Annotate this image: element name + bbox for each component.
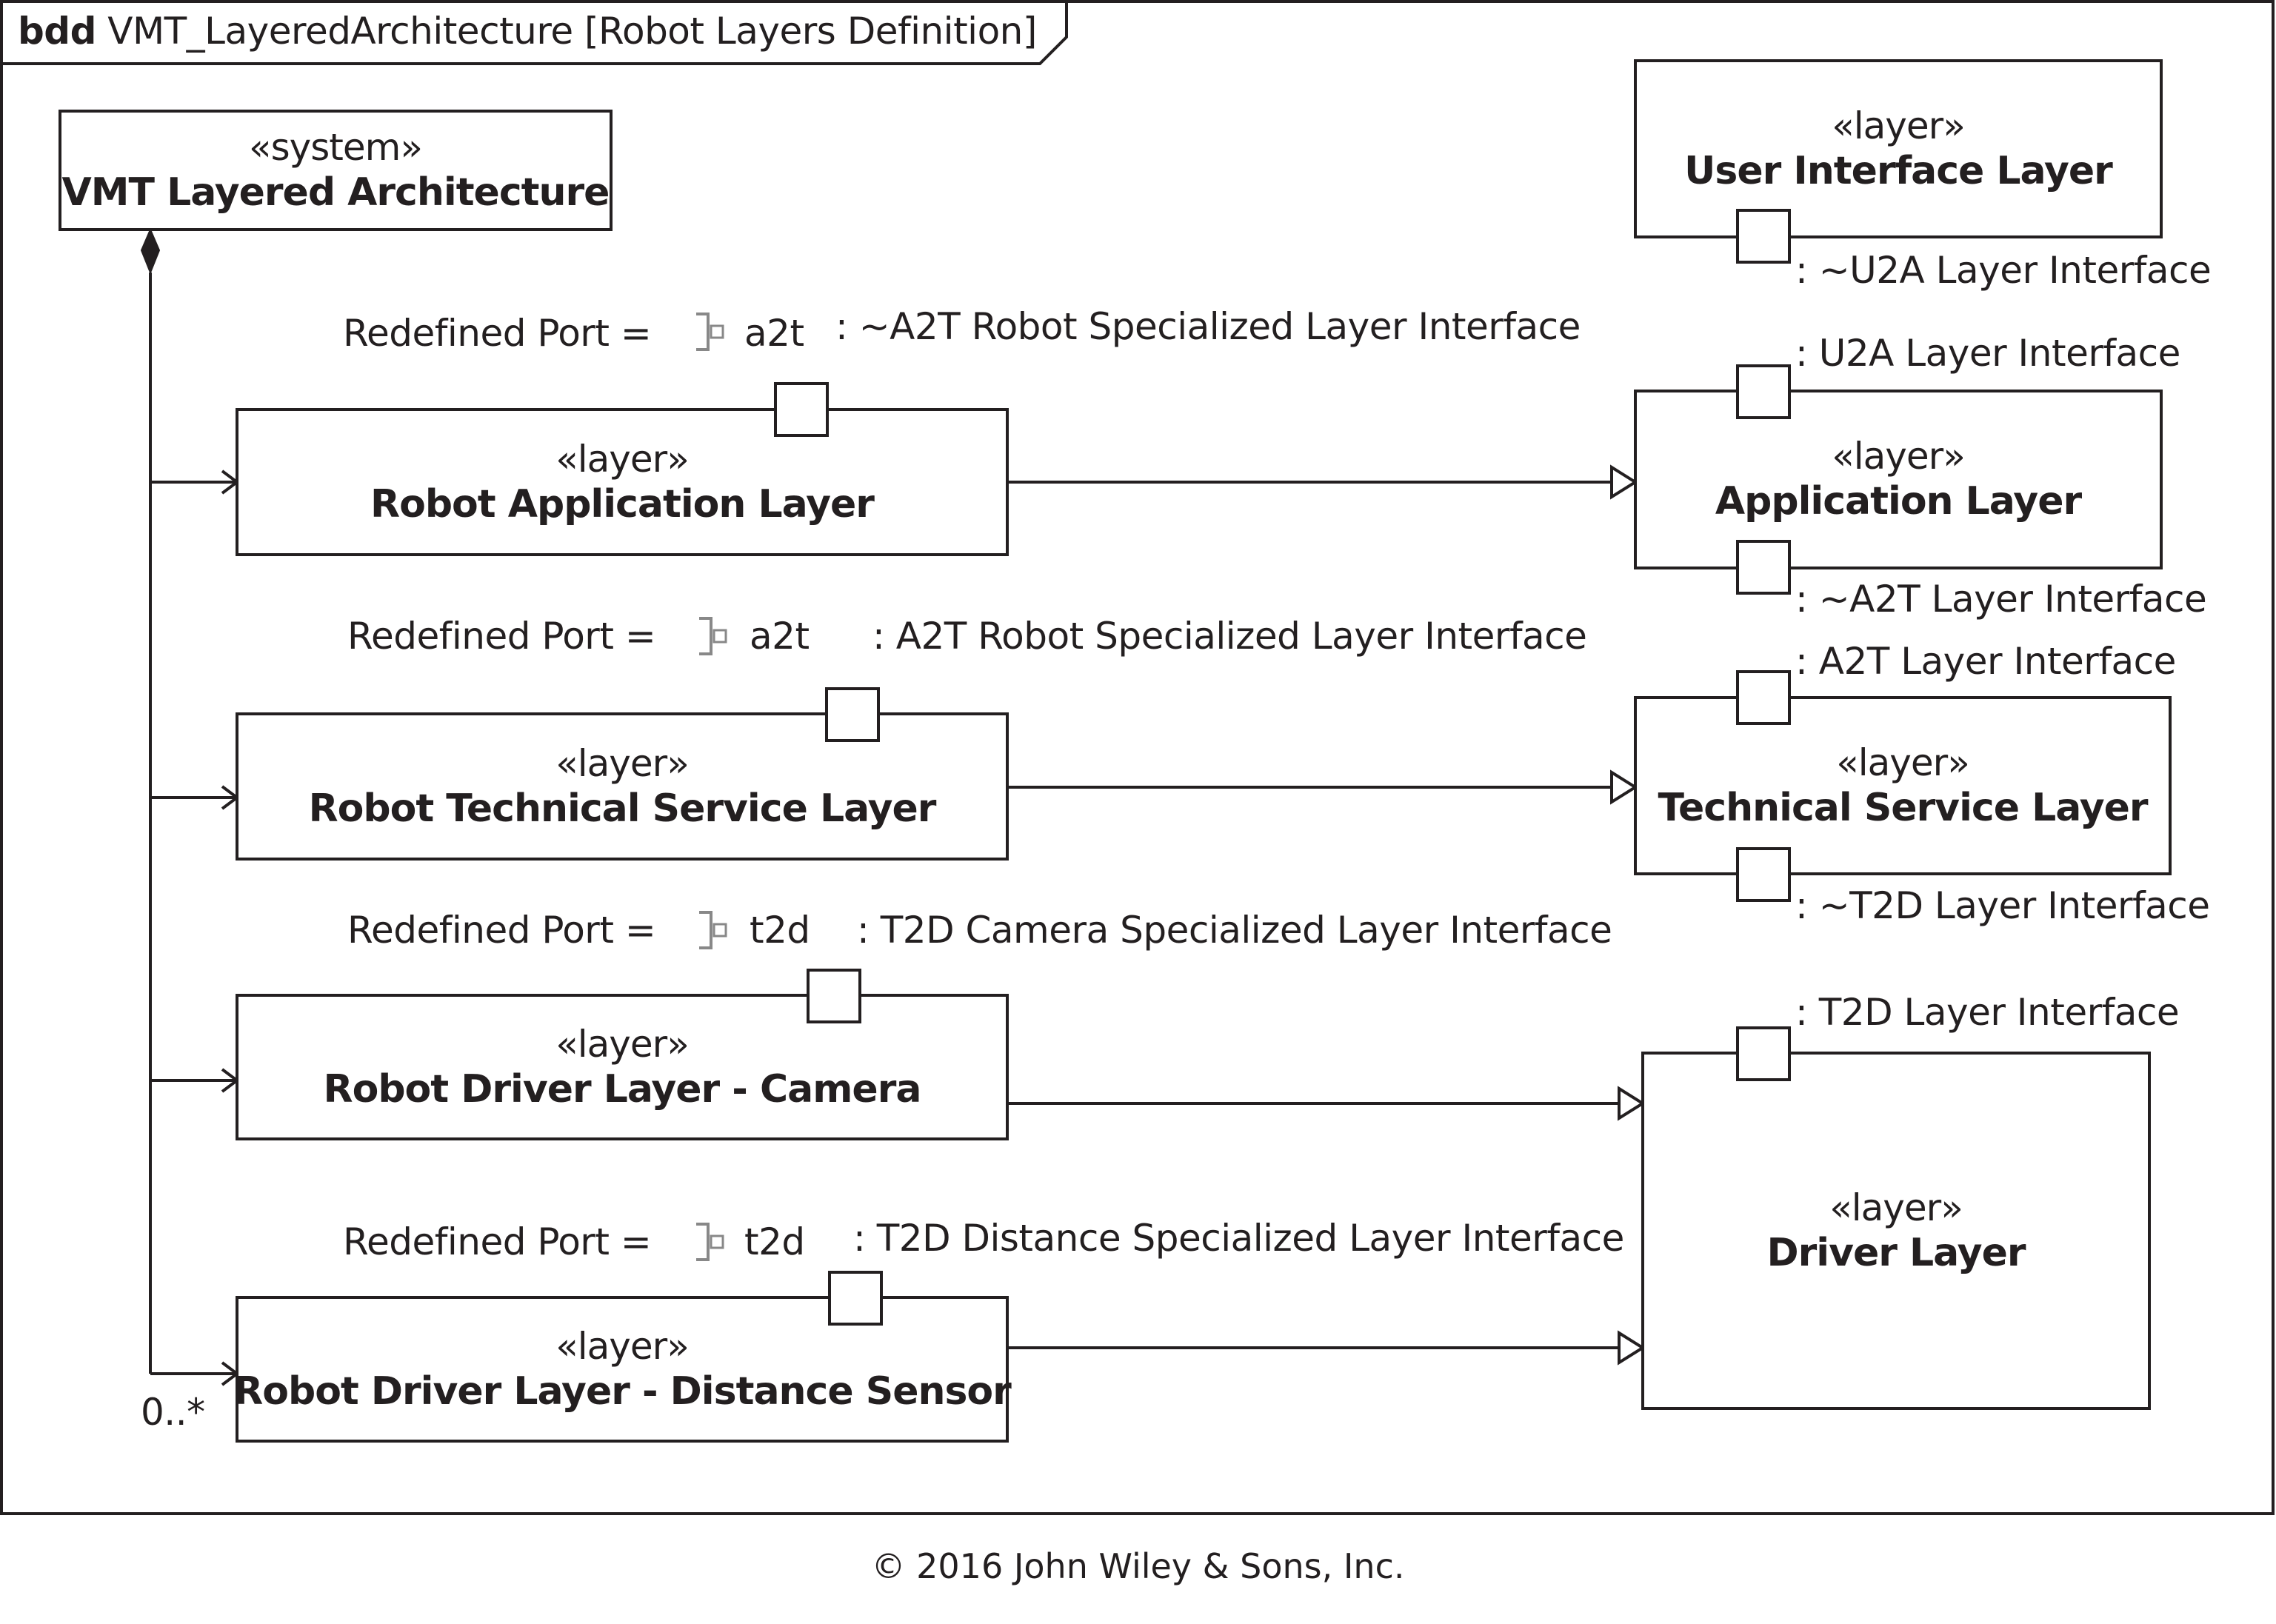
- port-glyph-icon: [699, 617, 727, 655]
- block-stereotype: «layer»: [1832, 104, 1966, 147]
- redefined-port-name: a2t: [750, 615, 810, 658]
- driver-layer-block[interactable]: «layer» Driver Layer: [1641, 1052, 2151, 1410]
- block-name: Robot Application Layer: [370, 481, 875, 527]
- technical-service-port-top[interactable]: [1736, 670, 1791, 725]
- user-interface-layer-block[interactable]: «layer» User Interface Layer: [1634, 59, 2163, 238]
- redefined-port-name: a2t: [744, 312, 804, 355]
- block-stereotype: «layer»: [555, 437, 690, 481]
- robot-driver-camera-block[interactable]: «layer» Robot Driver Layer - Camera: [236, 994, 1009, 1140]
- frame-keyword: bdd: [18, 10, 96, 53]
- robot-driver-camera-port[interactable]: [807, 969, 861, 1023]
- robot-driver-distance-sensor-block[interactable]: «layer» Robot Driver Layer - Distance Se…: [233, 1296, 1012, 1443]
- redefined-port-prefix: Redefined Port =: [347, 909, 656, 952]
- frame-title: bdd VMT_LayeredArchitecture [Robot Layer…: [18, 10, 1037, 53]
- robot-technical-service-port[interactable]: [825, 687, 880, 742]
- generalization-connectors: [1007, 464, 1646, 1366]
- port-glyph-icon: [699, 911, 727, 949]
- redefined-port-prefix: Redefined Port =: [343, 312, 652, 355]
- robot-application-port[interactable]: [774, 382, 829, 437]
- block-name: Robot Driver Layer - Camera: [323, 1066, 922, 1112]
- block-name: Robot Technical Service Layer: [308, 786, 937, 831]
- redefined-port-type: : T2D Distance Specialized Layer Interfa…: [853, 1217, 1624, 1260]
- robot-application-layer-block[interactable]: «layer» Robot Application Layer: [236, 408, 1009, 556]
- port-type-label: : ~T2D Layer Interface: [1795, 884, 2210, 927]
- block-name: Robot Driver Layer - Distance Sensor: [233, 1369, 1012, 1414]
- port-type-label: : ~U2A Layer Interface: [1795, 249, 2212, 292]
- technical-service-layer-block[interactable]: «layer» Technical Service Layer: [1634, 696, 2172, 875]
- driver-port-top[interactable]: [1736, 1026, 1791, 1081]
- port-glyph-icon: [696, 313, 724, 351]
- redefined-port-prefix: Redefined Port =: [343, 1220, 652, 1263]
- redefined-port-prefix: Redefined Port =: [347, 615, 656, 658]
- block-stereotype: «system»: [249, 125, 423, 169]
- composite-diamond: [140, 227, 161, 275]
- robot-technical-service-layer-block[interactable]: «layer» Robot Technical Service Layer: [236, 712, 1009, 861]
- robot-driver-distance-port[interactable]: [828, 1271, 883, 1326]
- block-name: Driver Layer: [1766, 1230, 2026, 1275]
- port-type-label: : A2T Layer Interface: [1795, 640, 2176, 683]
- generalization-arrowhead: [1618, 1086, 1646, 1121]
- block-name: Application Layer: [1715, 479, 2082, 524]
- block-name: Technical Service Layer: [1658, 785, 2148, 830]
- application-layer-block[interactable]: «layer» Application Layer: [1634, 390, 2163, 569]
- redefined-port-name: t2d: [750, 909, 810, 952]
- redefined-port-name: t2d: [744, 1220, 805, 1263]
- block-stereotype: «layer»: [1829, 1186, 1963, 1229]
- redefined-port-type: : ~A2T Robot Specialized Layer Interface: [835, 305, 1581, 348]
- redefined-port-type: : T2D Camera Specialized Layer Interface: [857, 909, 1612, 952]
- application-port-top[interactable]: [1736, 364, 1791, 419]
- multiplicity-label: 0..*: [141, 1391, 205, 1434]
- redefined-port-type: : A2T Robot Specialized Layer Interface: [872, 615, 1587, 658]
- generalization-arrowhead: [1610, 464, 1638, 500]
- composition-connector: [140, 227, 240, 1386]
- copyright-notice: © 2016 John Wiley & Sons, Inc.: [871, 1546, 1405, 1586]
- port-glyph-icon: [696, 1223, 724, 1261]
- port-type-label: : T2D Layer Interface: [1795, 991, 2180, 1034]
- block-stereotype: «layer»: [1832, 435, 1966, 478]
- port-type-label: : U2A Layer Interface: [1795, 332, 2180, 375]
- block-name: VMT Layered Architecture: [61, 170, 610, 215]
- block-stereotype: «layer»: [1836, 741, 1970, 784]
- generalization-arrowhead: [1610, 769, 1638, 805]
- port-type-label: : ~A2T Layer Interface: [1795, 578, 2207, 621]
- system-block[interactable]: «system» VMT Layered Architecture: [59, 110, 613, 231]
- user-interface-port-bottom[interactable]: [1736, 209, 1791, 264]
- technical-service-port-bottom[interactable]: [1736, 847, 1791, 902]
- block-stereotype: «layer»: [555, 1324, 690, 1368]
- frame-name: VMT_LayeredArchitecture [Robot Layers De…: [107, 10, 1037, 53]
- block-stereotype: «layer»: [555, 741, 690, 785]
- generalization-arrowhead: [1618, 1330, 1646, 1366]
- block-stereotype: «layer»: [555, 1022, 690, 1066]
- frame: [0, 0, 2275, 1515]
- application-port-bottom[interactable]: [1736, 540, 1791, 595]
- block-name: User Interface Layer: [1684, 148, 2113, 193]
